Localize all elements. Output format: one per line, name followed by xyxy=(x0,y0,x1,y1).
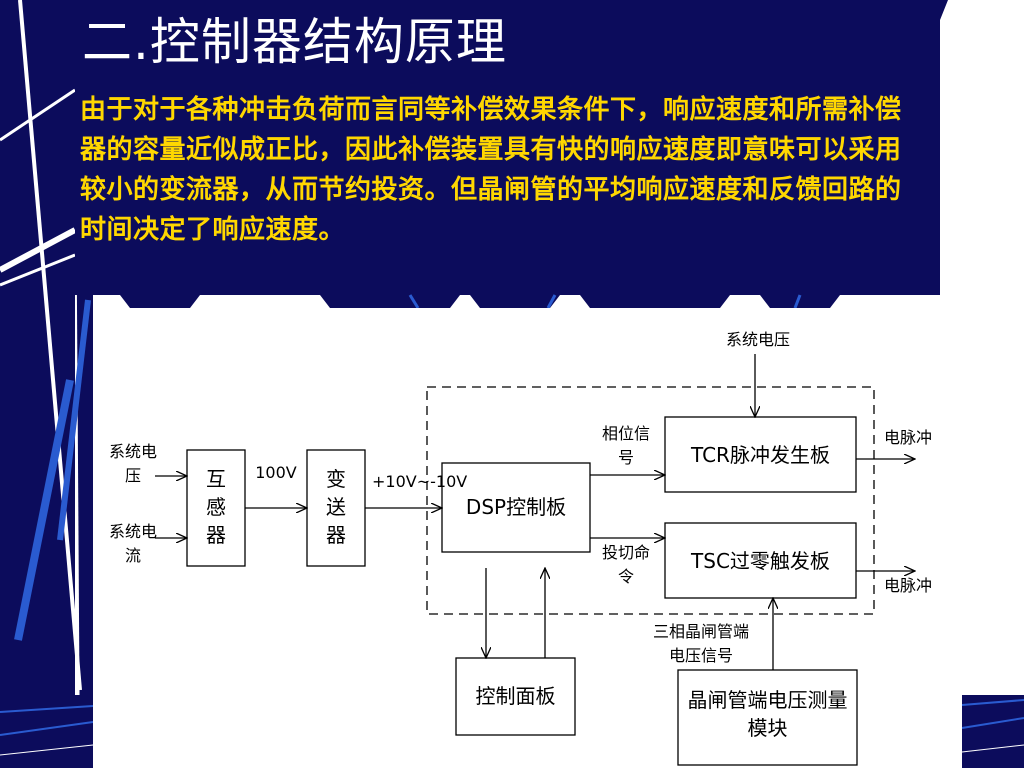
slide-title: 二.控制器结构原理 xyxy=(82,13,507,71)
transformer-label: 互感器 xyxy=(206,467,226,547)
controller-enclosure xyxy=(426,386,875,615)
transformer-box xyxy=(186,449,246,567)
label-system-voltage-left: 系统电压 xyxy=(108,442,157,485)
label-system-voltage-top: 系统电压 xyxy=(725,330,790,349)
measure-box xyxy=(677,669,858,766)
measure-label: 晶闸管端电压测量模块 xyxy=(687,688,848,740)
label-switch-command: 投切命令 xyxy=(601,543,650,586)
panel-box xyxy=(455,657,576,736)
label-pulse-out-2: 电脉冲 xyxy=(883,576,932,595)
label-phase-signal: 相位信号 xyxy=(601,424,650,467)
panel-label: 控制面板 xyxy=(475,684,556,708)
diagram-lines xyxy=(155,354,962,766)
label-voltage-range: +10V~-10V xyxy=(372,472,468,491)
tsc-label: TSC过零触发板 xyxy=(691,549,830,573)
label-pulse-out-1: 电脉冲 xyxy=(883,428,932,447)
dsp-label: DSP控制板 xyxy=(465,495,567,519)
tcr-box xyxy=(664,416,857,493)
tsc-box xyxy=(664,522,857,599)
label-100v: 100V xyxy=(255,463,297,482)
transmitter-label: 变送器 xyxy=(326,467,346,547)
label-thyristor-signal: 三相晶闸管端电压信号 xyxy=(652,622,749,665)
slide-paragraph: 由于对于各种冲击负荷而言同等补偿效果条件下，响应速度和所需补偿器的容量近似成正比… xyxy=(80,95,902,245)
dsp-box xyxy=(441,462,591,553)
label-system-current-left: 系统电流 xyxy=(108,522,157,565)
tcr-label: TCR脉冲发生板 xyxy=(691,443,830,467)
transmitter-box xyxy=(306,449,366,567)
block-diagram: 系统电压 系统电压 系统电流 互感器 100V 变送器 +10V~-10V DS… xyxy=(93,308,962,768)
